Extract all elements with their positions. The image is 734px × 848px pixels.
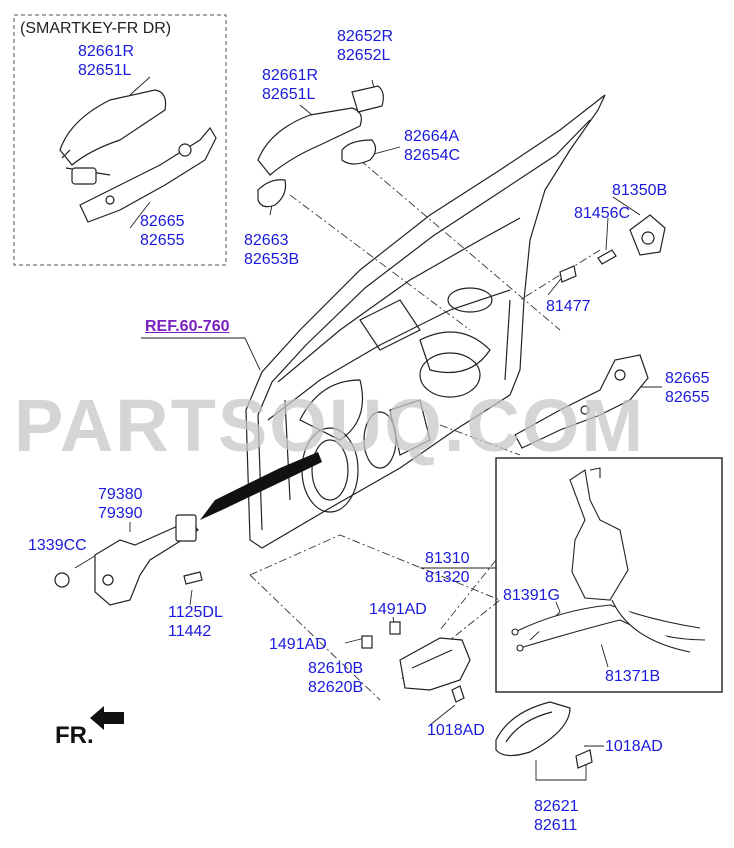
door-panel [245, 94, 606, 549]
callout-striker[interactable]: 81350B [612, 182, 668, 199]
watermark: PARTSOUQ.COM [14, 384, 646, 467]
latch-art [511, 467, 706, 653]
handle-bracket-art [514, 354, 649, 449]
callout-clip-left[interactable]: 1491AD [269, 636, 327, 653]
callout-nut-1339[interactable]: 1339CC [28, 537, 87, 554]
callout-bolt-81477[interactable]: 81477 [546, 298, 591, 315]
door-check-strap [200, 452, 322, 520]
inside-handle-art [361, 621, 471, 703]
ref-link[interactable]: REF.60-760 [145, 318, 230, 335]
callout-screw-1018-a[interactable]: 1018AD [427, 722, 485, 739]
striker-art [559, 214, 666, 283]
front-arrow [90, 706, 124, 730]
outer-handle-art [257, 85, 384, 208]
door-checker-art [54, 514, 203, 606]
fr-label: FR. [55, 722, 94, 749]
smartkey-box-title: (SMARTKEY-FR DR) [20, 20, 172, 37]
trim-cover-art [495, 701, 593, 769]
callout-clip-top[interactable]: 1491AD [369, 601, 427, 618]
latch-inset-frame [495, 457, 723, 693]
callout-rod-81391[interactable]: 81391G [503, 587, 560, 604]
smartkey-handle-art [59, 89, 217, 223]
callout-striker-screw[interactable]: 81456C [574, 205, 631, 222]
callout-cable-81371[interactable]: 81371B [605, 668, 661, 685]
callout-screw-1018-b[interactable]: 1018AD [605, 738, 663, 755]
smartkey-box-frame [13, 14, 227, 266]
